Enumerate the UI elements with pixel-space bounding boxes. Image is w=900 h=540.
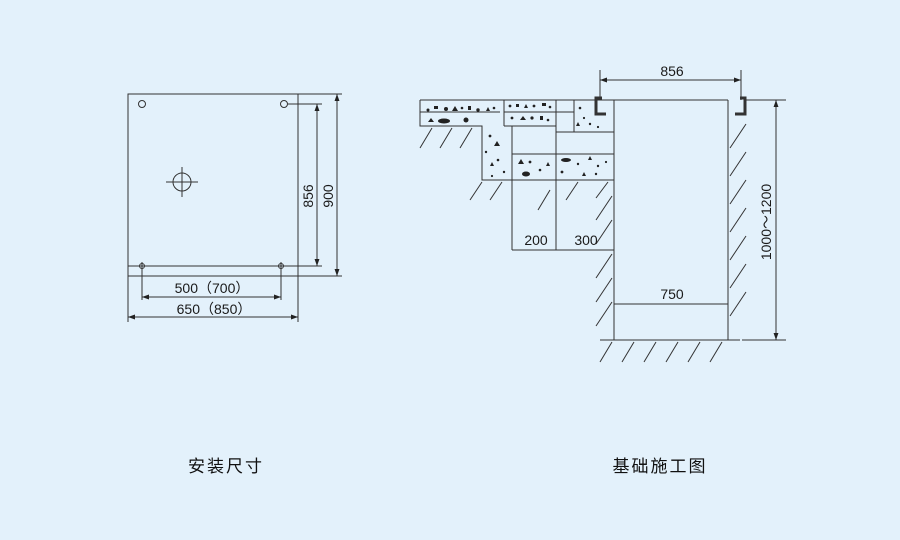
- concrete-slab: [419, 99, 614, 181]
- cabinet-outline: [127, 93, 299, 277]
- foundation-pit: [600, 99, 740, 341]
- install-drawing: [127, 93, 342, 322]
- mount-hole-top-left: [138, 100, 146, 108]
- label-depth: 1000～1200: [758, 184, 774, 261]
- label-pit-750: 750: [660, 286, 684, 302]
- label-inner-width: 500（700）: [175, 280, 250, 296]
- angle-iron-left: [594, 96, 606, 116]
- bolt-mark-left: [139, 262, 145, 300]
- label-outer-height: 900: [320, 184, 336, 208]
- caption-install: 安装尺寸: [188, 457, 264, 477]
- label-top-856: 856: [660, 63, 684, 79]
- label-inner-height: 856: [300, 184, 316, 208]
- angle-iron-right: [735, 96, 747, 116]
- mount-hole-top-right: [280, 100, 288, 108]
- label-outer-width: 650（850）: [177, 301, 252, 317]
- label-ledge-200: 200: [524, 232, 548, 248]
- foundation-drawing: [419, 70, 786, 363]
- aggregate-texture: [426, 103, 608, 178]
- ledge-blocks: [511, 180, 614, 251]
- caption-foundation: 基础施工图: [613, 457, 708, 477]
- bolt-mark-right: [278, 262, 284, 300]
- cable-entry-hole: [166, 167, 198, 197]
- label-ledge-300: 300: [574, 232, 598, 248]
- ground-hatching: [419, 123, 747, 363]
